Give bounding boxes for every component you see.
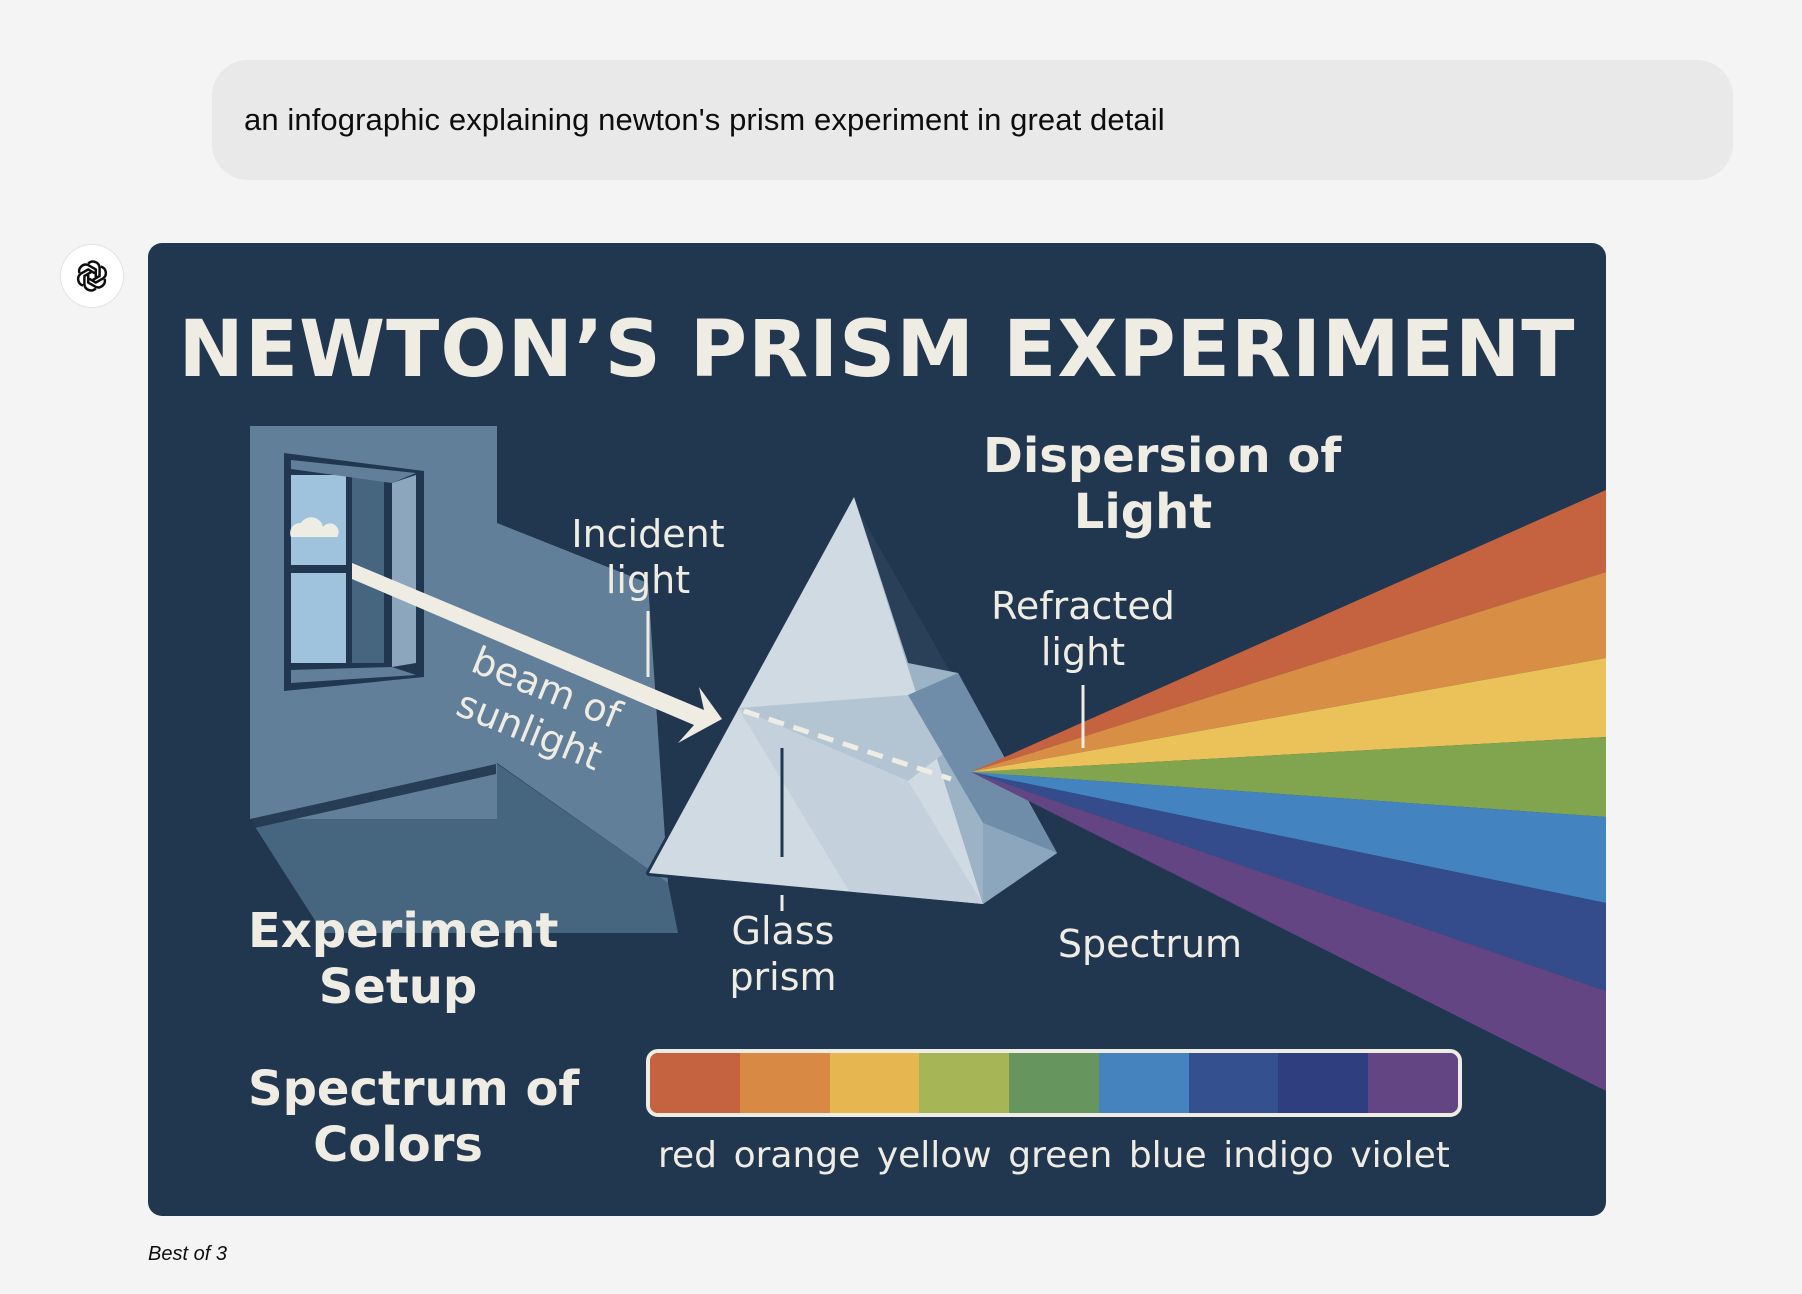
color-label: green: [1008, 1135, 1113, 1176]
color-bar-segment: [919, 1053, 1010, 1113]
color-bar-segment: [1188, 1053, 1279, 1113]
spectrum-of-colors-heading: Spectrum of Colors: [248, 1061, 580, 1173]
incident-light-label: Incident light: [571, 512, 725, 602]
color-label: yellow: [876, 1135, 992, 1176]
window-icon: [284, 453, 424, 691]
spectrum-color-labels: red orange yellow green blue indigo violet: [646, 1135, 1462, 1176]
color-bar-segment: [1278, 1053, 1369, 1113]
color-label: indigo: [1223, 1135, 1334, 1176]
color-label: blue: [1128, 1135, 1207, 1176]
spectrum-label: Spectrum: [1057, 922, 1243, 966]
color-bar-segment: [650, 1053, 740, 1113]
color-bar-segment: [1368, 1053, 1458, 1113]
color-bar-segment: [739, 1053, 830, 1113]
cloud-icon: [290, 517, 339, 537]
openai-logo-icon: [76, 260, 108, 292]
refraction-path: [743, 708, 952, 782]
spectrum-color-bar: [646, 1049, 1462, 1117]
sunlight-beam-arrow: [352, 563, 722, 743]
glass-prism-label: Glass prism: [729, 909, 837, 999]
color-label: red: [658, 1135, 718, 1176]
experiment-setup-heading: Experiment Setup: [248, 903, 559, 1015]
color-label: orange: [733, 1135, 861, 1176]
user-prompt-text: an infographic explaining newton's prism…: [244, 102, 1165, 137]
assistant-avatar: [60, 244, 124, 308]
infographic-title: NEWTON’S PRISM EXPERIMENT: [178, 305, 1576, 395]
refracted-light-label: Refracted light: [991, 584, 1175, 674]
best-of-note: Best of 3: [148, 1243, 227, 1265]
color-label: violet: [1350, 1135, 1450, 1176]
infographic-illustration: [250, 426, 1606, 1091]
generated-infographic-image[interactable]: NEWTON’S PRISM EXPERIMENT Incident light…: [148, 243, 1606, 1216]
user-prompt-bubble: an infographic explaining newton's prism…: [212, 60, 1733, 180]
color-bar-segment: [1098, 1053, 1189, 1113]
glass-prism: [646, 494, 1060, 907]
dispersed-spectrum: [971, 490, 1606, 1091]
color-bar-segment: [1009, 1053, 1099, 1113]
color-bar-segment: [829, 1053, 920, 1113]
dispersion-of-light-heading: Dispersion of Light: [983, 428, 1342, 540]
